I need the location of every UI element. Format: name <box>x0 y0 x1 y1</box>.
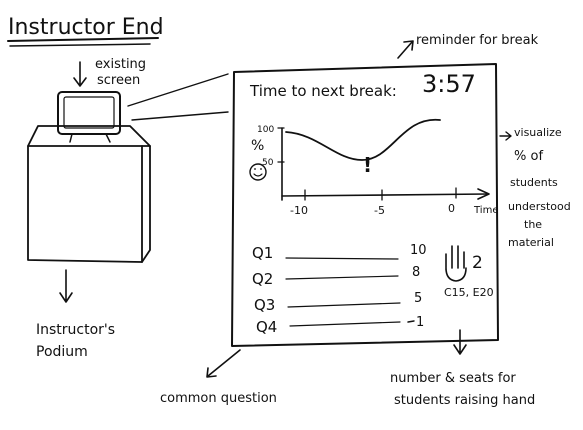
existing-screen-note-1: existing <box>95 57 146 72</box>
question-line <box>287 302 401 308</box>
seats-annotation-1: number & seats for <box>390 371 516 386</box>
common-question-annotation: common question <box>160 391 277 406</box>
question-label: Q3 <box>254 296 275 314</box>
visualize-annotation: understood <box>508 200 571 213</box>
understanding-chart: 100 % 50 -10 -5 0 Time ! <box>249 119 498 217</box>
x-tick-minus10: -10 <box>290 204 308 217</box>
zoom-line-bottom <box>131 111 229 121</box>
x-axis-arrowhead <box>477 188 490 200</box>
visualize-annotation: % of <box>514 149 543 164</box>
visualize-annotation: material <box>508 236 554 249</box>
title-underline <box>7 37 159 42</box>
smiley-icon <box>249 163 267 181</box>
instructor-screen <box>231 63 499 347</box>
existing-monitor <box>57 91 121 143</box>
understanding-curve <box>285 119 441 161</box>
visualize-annotation: visualize <box>514 126 562 139</box>
question-line <box>285 275 399 280</box>
question-line <box>289 321 401 327</box>
x-tick-0: 0 <box>448 202 455 215</box>
alert-exclamation: ! <box>363 153 372 177</box>
question-label: Q1 <box>252 244 273 262</box>
hands-count: 2 <box>472 253 483 273</box>
x-axis-unit: Time <box>473 205 498 216</box>
smiley-eye-right <box>260 168 262 170</box>
question-count: 10 <box>410 243 427 258</box>
question-count: 8 <box>412 265 420 280</box>
y-tick-marks <box>277 127 285 163</box>
hands-seats: C15, E20 <box>444 286 494 299</box>
question-count: 5 <box>414 291 422 306</box>
question-label: Q4 <box>256 318 277 336</box>
question-count-dash <box>407 320 415 323</box>
question-line <box>285 257 399 260</box>
zoom-line-top <box>127 73 229 107</box>
smiley-mouth <box>253 173 263 177</box>
raised-hand-icon <box>445 245 467 282</box>
visualize-annotation: students <box>510 176 558 189</box>
page-title: Instructor End <box>8 15 164 40</box>
seats-arrow <box>453 329 467 355</box>
podium-label-2: Podium <box>36 344 88 360</box>
x-axis <box>281 193 489 197</box>
y-tick-50: 50 <box>262 158 274 168</box>
podium-arrow <box>59 269 73 303</box>
question-label: Q2 <box>252 270 273 288</box>
timer-value: 3:57 <box>422 70 476 98</box>
timer-label: Time to next break: <box>249 82 397 100</box>
smiley-eye-left <box>254 168 256 170</box>
x-tick-minus5: -5 <box>374 204 385 217</box>
common-questions-list: Q1 10 Q2 8 Q3 5 Q4 1 <box>252 243 427 336</box>
reminder-annotation: reminder for break <box>416 33 539 48</box>
title-underline-2 <box>9 43 151 47</box>
seats-annotation-2: students raising hand <box>394 393 535 408</box>
visualize-annotation: the <box>524 218 542 231</box>
visualize-arrow <box>499 131 512 141</box>
existing-screen-note-2: screen <box>97 73 140 88</box>
podium-label-1: Instructor's <box>36 322 115 338</box>
y-axis-percent: % <box>251 138 264 154</box>
question-count: 1 <box>416 315 424 330</box>
podium <box>27 125 151 263</box>
common-question-arrow <box>206 349 241 378</box>
screen-note-arrow <box>73 61 87 87</box>
y-tick-100: 100 <box>257 125 274 135</box>
x-tick-marks <box>304 187 457 201</box>
reminder-arrow <box>397 40 414 59</box>
